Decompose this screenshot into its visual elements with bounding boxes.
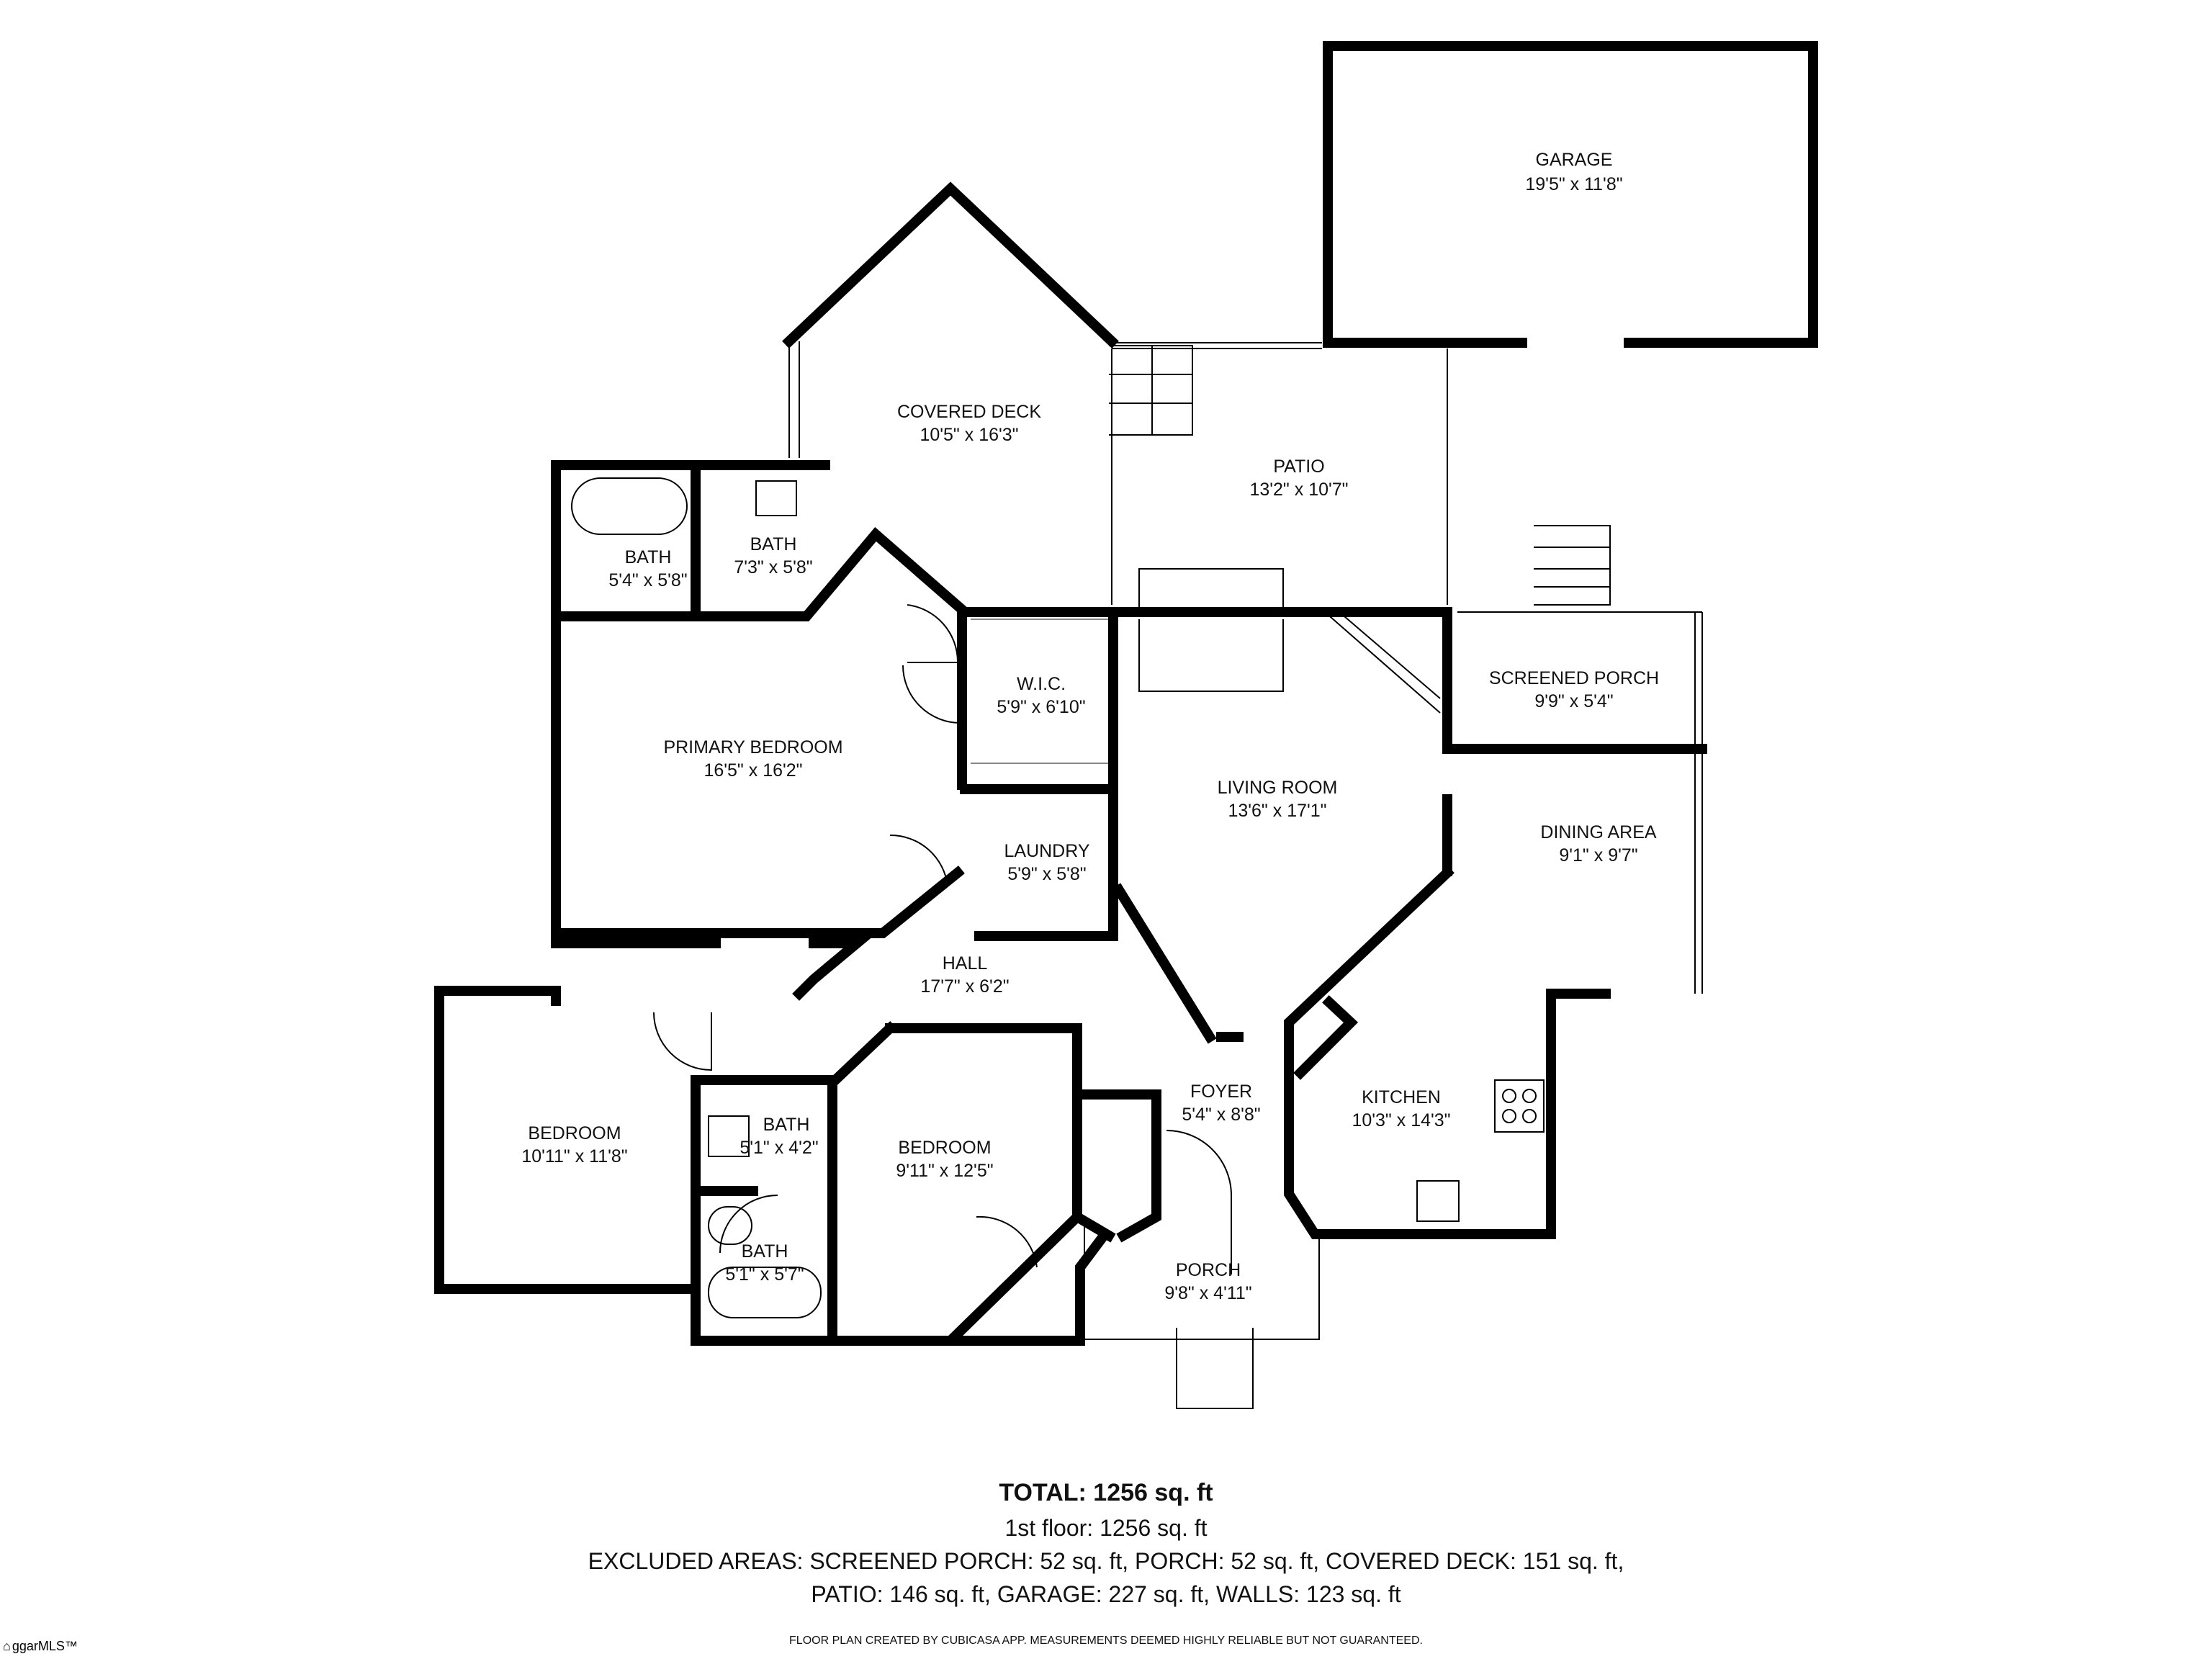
room-name: W.I.C. [1017, 674, 1066, 694]
room-dims: 16'5" x 16'2" [703, 760, 802, 781]
room-name: KITCHEN [1362, 1087, 1441, 1107]
room-dims: 13'2" x 10'7" [1249, 480, 1348, 500]
room-name: HALL [943, 953, 988, 974]
room-dims: 5'1" x 5'7" [725, 1264, 804, 1285]
room-name: LIVING ROOM [1218, 778, 1338, 798]
mls-logo: ⌂ ggarMLS™ [3, 1639, 78, 1654]
room-dims: 5'4" x 8'8" [1182, 1105, 1260, 1125]
room-name: BATH [625, 547, 672, 567]
room-name: BATH [763, 1115, 810, 1135]
room-name: PRIMARY BEDROOM [663, 737, 842, 757]
disclaimer: FLOOR PLAN CREATED BY CUBICASA APP. MEAS… [789, 1635, 1423, 1647]
room-name: PATIO [1273, 457, 1324, 477]
room-dims: 9'11" x 12'5" [896, 1161, 993, 1181]
room-name: BATH [750, 534, 797, 554]
room-dims: 10'5" x 16'3" [920, 425, 1018, 445]
excluded-areas-line-1: EXCLUDED AREAS: SCREENED PORCH: 52 sq. f… [588, 1548, 1624, 1574]
room-name: COVERED DECK [897, 402, 1041, 422]
room-dims: 10'11" x 11'8" [521, 1146, 627, 1166]
room-dims: 9'9" x 5'4" [1534, 691, 1613, 711]
room-name: LAUNDRY [1004, 841, 1089, 861]
logo-text: ggarMLS™ [12, 1639, 78, 1653]
room-dims: 19'5" x 11'8" [1525, 174, 1622, 194]
room-dims: 5'9" x 6'10" [997, 697, 1085, 717]
room-name: SCREENED PORCH [1489, 668, 1659, 688]
floor-area: 1st floor: 1256 sq. ft [1004, 1515, 1208, 1541]
room-dims: 5'9" x 5'8" [1007, 864, 1086, 884]
room-dims: 5'1" x 4'2" [739, 1138, 818, 1158]
room-dims: 17'7" x 6'2" [920, 976, 1009, 997]
walls [434, 41, 1818, 1346]
house-icon: ⌂ [3, 1639, 11, 1653]
room-name: GARAGE [1536, 150, 1613, 170]
room-name: BATH [742, 1241, 788, 1262]
room-dims: 10'3" x 14'3" [1352, 1110, 1450, 1130]
room-labels: GARAGE 19'5" x 11'8" COVERED DECK 10'5" … [521, 150, 1659, 1303]
total-area: TOTAL: 1256 sq. ft [999, 1479, 1213, 1506]
room-dims: 9'1" x 9'7" [1559, 845, 1637, 866]
room-dims: 9'8" x 4'11" [1164, 1283, 1251, 1303]
room-dims: 5'4" x 5'8" [608, 570, 687, 590]
room-name: PORCH [1176, 1260, 1241, 1280]
excluded-areas-line-2: PATIO: 146 sq. ft, GARAGE: 227 sq. ft, W… [811, 1581, 1401, 1607]
room-dims: 7'3" x 5'8" [734, 557, 812, 577]
room-name: FOYER [1190, 1082, 1252, 1102]
room-name: BEDROOM [528, 1123, 621, 1143]
room-name: DINING AREA [1540, 822, 1656, 842]
room-dims: 13'6" x 17'1" [1228, 801, 1326, 821]
room-name: BEDROOM [898, 1138, 991, 1158]
